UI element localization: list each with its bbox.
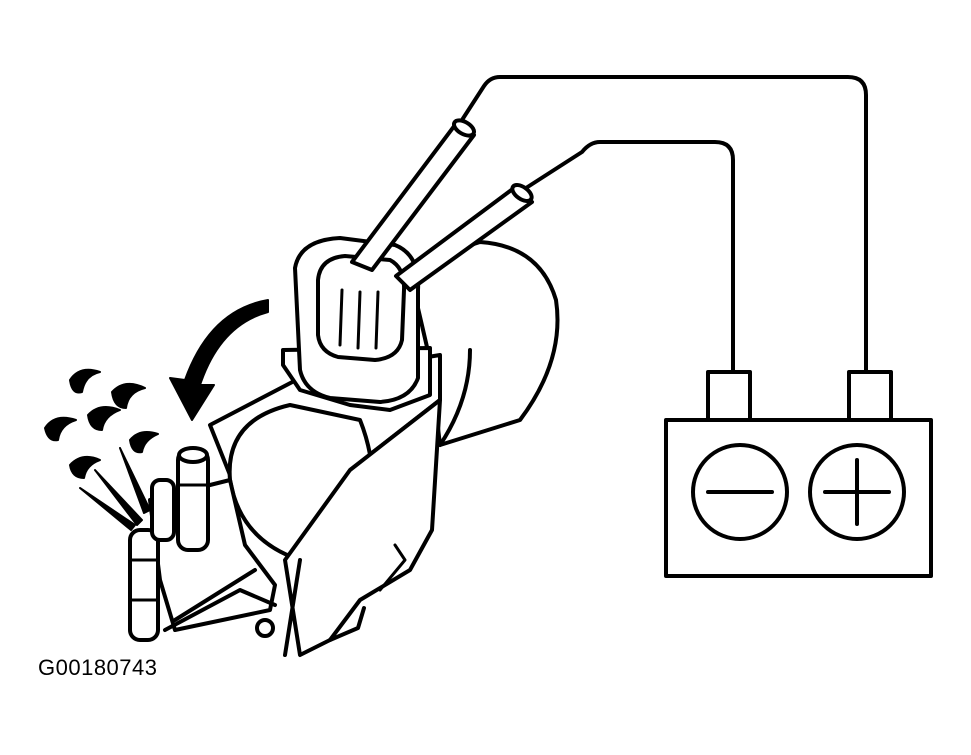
vacuum-ports (128, 446, 277, 642)
test-leads (460, 75, 868, 374)
plus-icon (808, 443, 906, 541)
battery-positive-terminal (847, 370, 893, 422)
minus-icon (691, 443, 789, 541)
positive-lead-wire (460, 75, 868, 374)
battery-negative-terminal (706, 370, 752, 422)
figure-code-label: G00180743 (38, 655, 158, 680)
battery (664, 370, 933, 578)
curved-arrow-icon (169, 299, 269, 421)
electrical-connector (281, 236, 432, 412)
negative-lead-wire (524, 140, 735, 374)
solenoid-rear-coil (406, 240, 560, 447)
air-flow-puffs-icon (44, 368, 159, 531)
test-probes (350, 118, 534, 292)
